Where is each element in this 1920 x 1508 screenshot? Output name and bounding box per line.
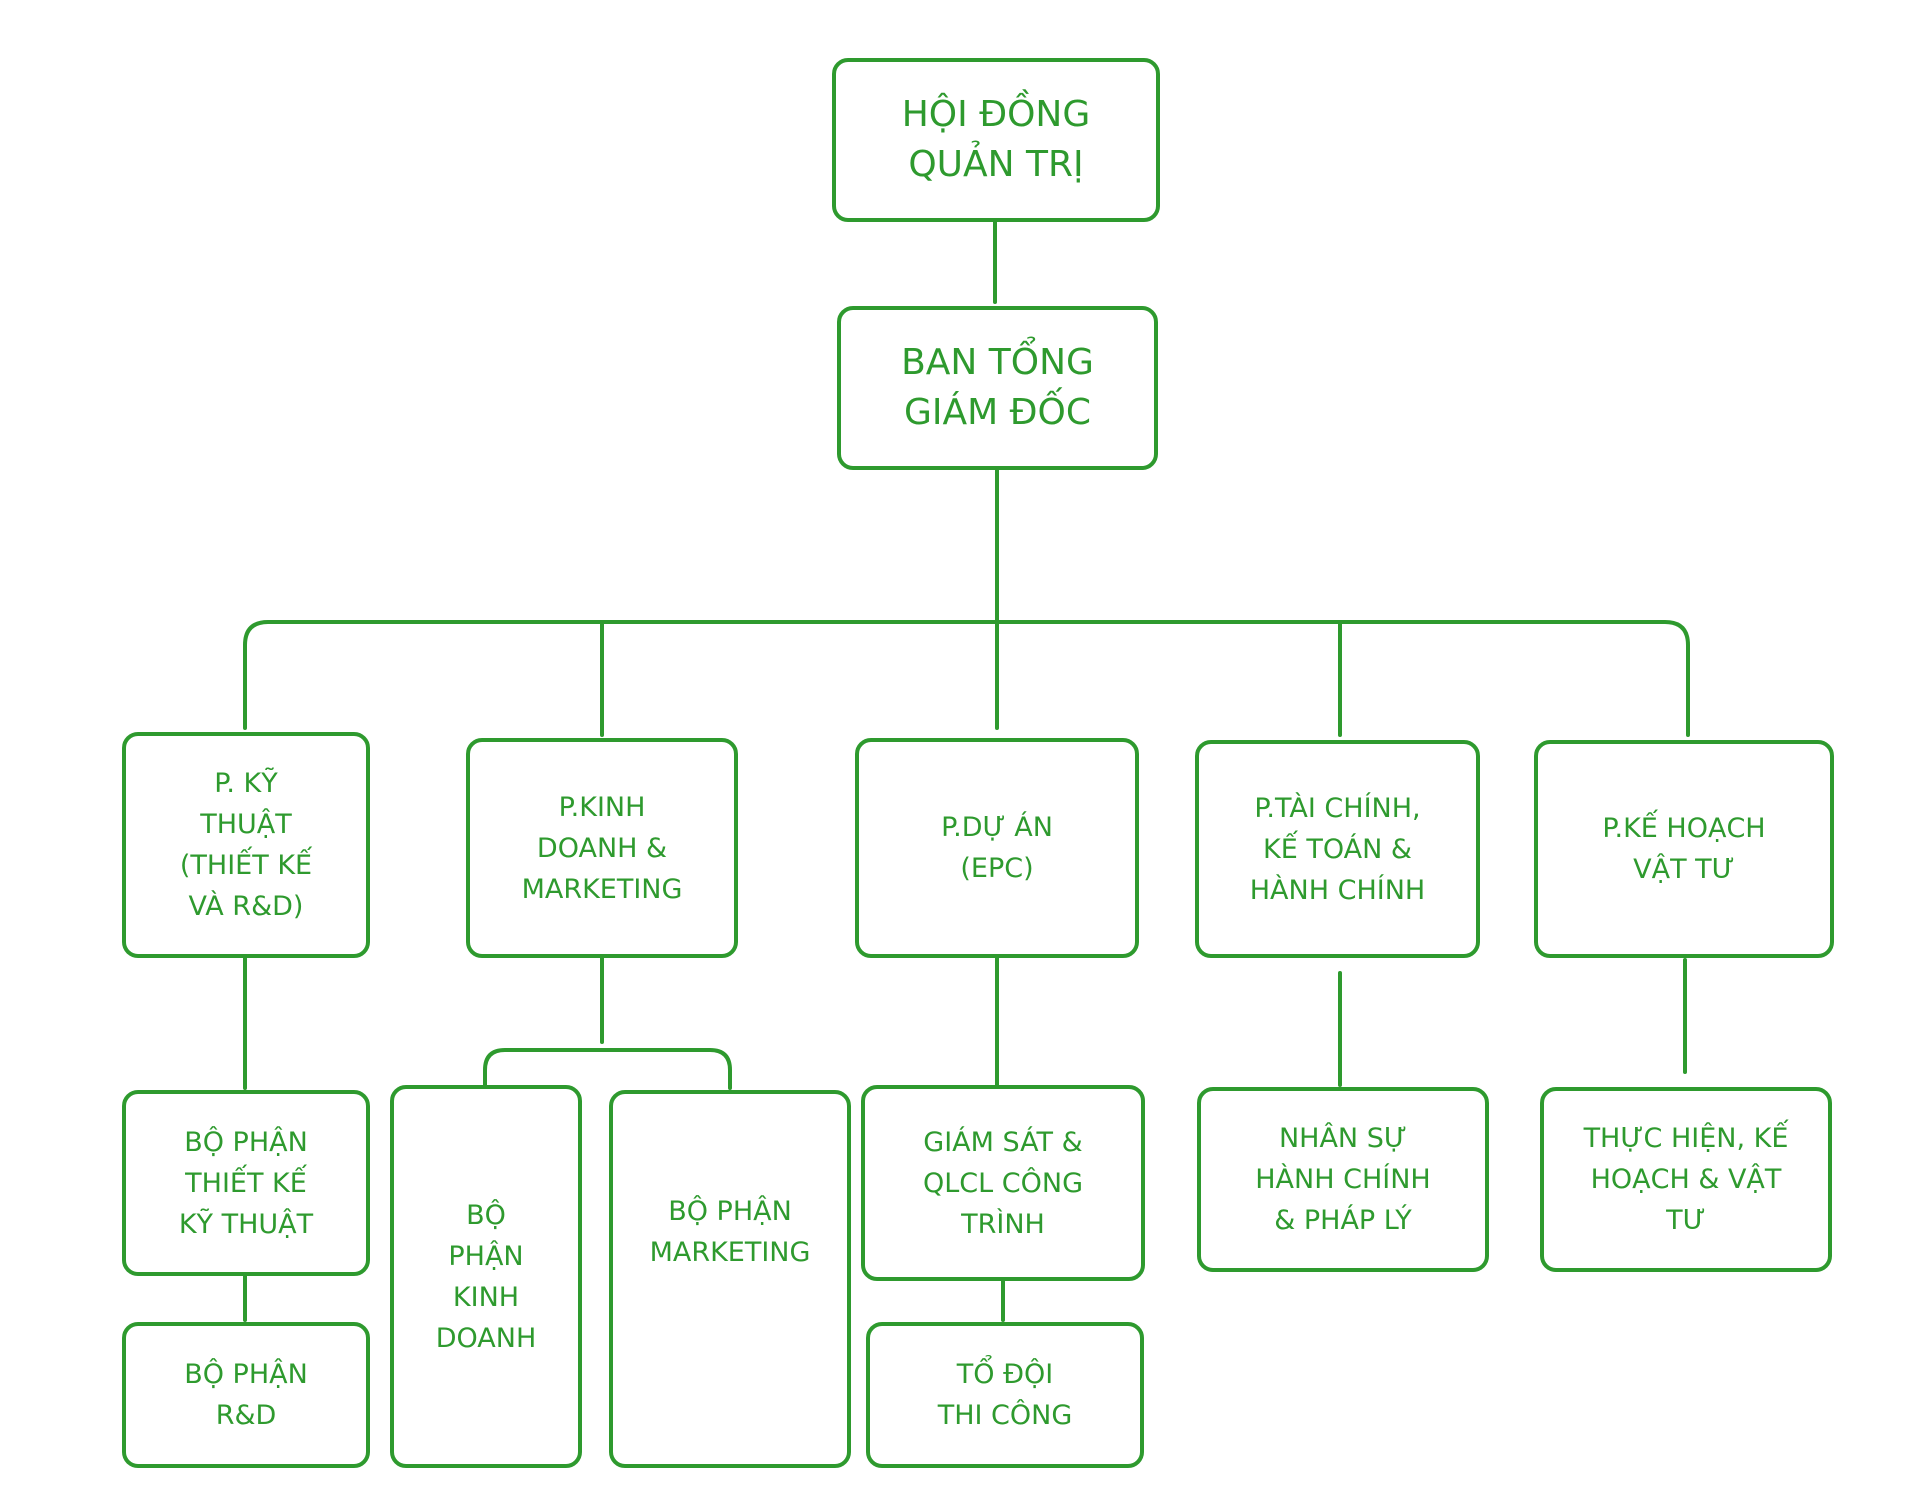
- project-dept-label: P.DỰ ÁN (EPC): [941, 812, 1053, 884]
- planning-supply-unit-box: THỰC HIỆN, KẾ HOẠCH & VẬT TƯ: [1540, 1087, 1832, 1272]
- marketing-unit-label: BỘ PHẬN MARKETING: [649, 1195, 811, 1268]
- sales-marketing-dept-box: P.KINH DOANH & MARKETING: [466, 738, 738, 958]
- technical-dept-label: P. KỸ THUẬT (THIẾT KẾ VÀ R&D): [179, 768, 313, 922]
- finance-dept-label: P.TÀI CHÍNH, KẾ TOÁN & HÀNH CHÍNH: [1249, 792, 1426, 906]
- construction-team-box: TỔ ĐỘI THI CÔNG: [866, 1322, 1144, 1468]
- department-bus-line: [243, 620, 1690, 737]
- sales-unit-box: BỘ PHẬN KINH DOANH: [390, 1085, 582, 1468]
- planning-supply-unit-label: THỰC HIỆN, KẾ HOẠCH & VẬT TƯ: [1583, 1123, 1789, 1236]
- sales-unit-label: BỘ PHẬN KINH DOANH: [435, 1199, 537, 1354]
- rnd-unit-label: BỘ PHẬN R&D: [184, 1359, 308, 1431]
- sales-marketing-bracket-line: [483, 1048, 732, 1090]
- technical-design-unit-label: BỘ PHẬN THIẾT KẾ KỸ THUẬT: [178, 1126, 314, 1240]
- board-box: HỘI ĐỒNG QUẢN TRỊ: [832, 58, 1160, 222]
- technical-dept-box: P. KỸ THUẬT (THIẾT KẾ VÀ R&D): [122, 732, 370, 958]
- planning-dept-label: P.KẾ HOẠCH VẬT TƯ: [1602, 813, 1766, 885]
- planning-dept-box: P.KẾ HOẠCH VẬT TƯ: [1534, 740, 1834, 958]
- marketing-unit-box: BỘ PHẬN MARKETING: [609, 1090, 851, 1468]
- supervision-unit-box: GIÁM SÁT & QLCL CÔNG TRÌNH: [861, 1085, 1145, 1281]
- board-label: HỘI ĐỒNG QUẢN TRỊ: [901, 94, 1091, 185]
- technical-design-unit-box: BỘ PHẬN THIẾT KẾ KỸ THUẬT: [122, 1090, 370, 1276]
- ceo-label: BAN TỔNG GIÁM ĐỐC: [901, 342, 1094, 433]
- finance-dept-box: P.TÀI CHÍNH, KẾ TOÁN & HÀNH CHÍNH: [1195, 740, 1480, 958]
- sales-marketing-dept-label: P.KINH DOANH & MARKETING: [521, 791, 683, 905]
- hr-legal-unit-label: NHÂN SỰ HÀNH CHÍNH & PHÁP LÝ: [1255, 1123, 1431, 1236]
- ceo-box: BAN TỔNG GIÁM ĐỐC: [837, 306, 1158, 470]
- rnd-unit-box: BỘ PHẬN R&D: [122, 1322, 370, 1468]
- supervision-unit-label: GIÁM SÁT & QLCL CÔNG TRÌNH: [923, 1126, 1083, 1240]
- construction-team-label: TỔ ĐỘI THI CÔNG: [937, 1359, 1073, 1431]
- project-dept-box: P.DỰ ÁN (EPC): [855, 738, 1139, 958]
- hr-legal-unit-box: NHÂN SỰ HÀNH CHÍNH & PHÁP LÝ: [1197, 1087, 1489, 1272]
